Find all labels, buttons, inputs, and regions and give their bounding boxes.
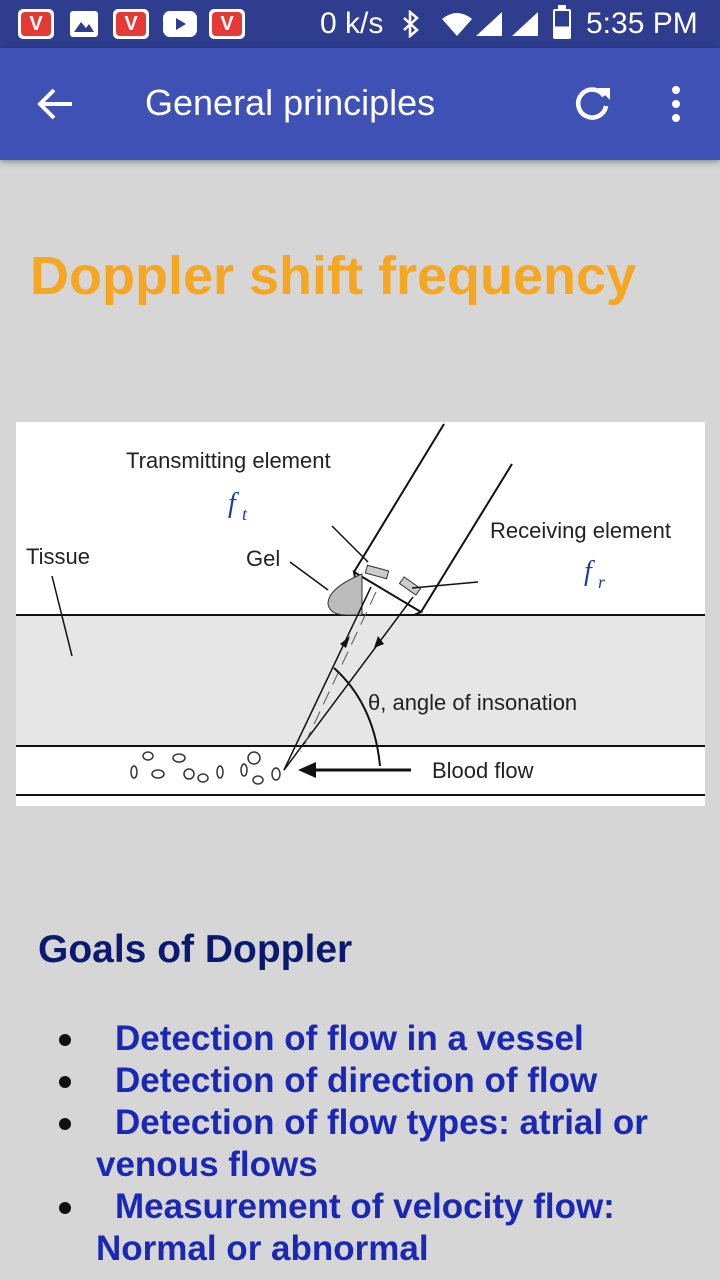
list-item: Detection of direction of flow	[56, 1060, 696, 1102]
label-tissue: Tissue	[26, 544, 90, 569]
receive-crystal	[398, 576, 422, 596]
list-item: Detection of flow types: atrial or venou…	[56, 1102, 696, 1186]
gel	[327, 573, 363, 616]
label-fr: f	[584, 556, 595, 587]
probe-edge	[353, 423, 445, 573]
more-options-button[interactable]	[656, 78, 696, 130]
list-item: Measurement of velocity flow: Normal or …	[56, 1186, 696, 1270]
app-bar: General principles	[0, 48, 720, 160]
blood-cells	[130, 751, 281, 785]
bullet-icon	[59, 1076, 71, 1088]
label-fr-subscript: r	[598, 572, 606, 592]
label-transmitting-element: Transmitting element	[126, 448, 331, 473]
beam-arrow	[340, 636, 350, 648]
label-angle-of-insonation: θ, angle of insonation	[368, 690, 577, 715]
signal-icon	[476, 12, 502, 36]
wifi-icon	[442, 13, 472, 36]
status-bar: V V V 0 k/s 5:35 PM	[0, 0, 720, 48]
more-vert-icon	[672, 86, 680, 122]
clock: 5:35 PM	[586, 7, 698, 40]
angle-arc	[333, 667, 381, 767]
refresh-button[interactable]	[566, 78, 618, 130]
tissue-band	[16, 615, 705, 746]
signal-icon	[512, 12, 538, 36]
refresh-icon	[576, 87, 610, 120]
bullet-icon	[59, 1118, 71, 1130]
network-speed: 0 k/s	[320, 7, 384, 40]
label-receiving-element: Receiving element	[490, 518, 671, 543]
flow-arrowhead	[298, 762, 316, 778]
back-button[interactable]	[28, 80, 84, 128]
back-arrow-icon	[37, 88, 72, 120]
bullet-icon	[59, 1034, 71, 1046]
battery-icon	[553, 5, 571, 39]
beam-line	[283, 586, 372, 771]
label-gel: Gel	[246, 546, 280, 571]
page-title: General principles	[145, 82, 436, 123]
label-ft-subscript: t	[242, 504, 248, 524]
pointer-line	[411, 581, 479, 589]
bullet-icon	[59, 1202, 71, 1214]
goals-list: Detection of flow in a vessel Detection …	[56, 1018, 696, 1270]
section-heading: Doppler shift frequency	[30, 246, 637, 306]
pointer-line	[331, 525, 369, 563]
doppler-diagram: Transmitting element f t Receiving eleme…	[16, 422, 705, 806]
goals-title: Goals of Doppler	[38, 928, 353, 971]
vidmate-icon: V	[209, 9, 245, 39]
bluetooth-icon	[403, 10, 419, 38]
transmit-crystal	[364, 564, 390, 580]
vidmate-icon: V	[18, 9, 54, 39]
pointer-line	[51, 575, 73, 657]
label-blood-flow: Blood flow	[432, 758, 534, 783]
probe-face	[352, 570, 424, 616]
youtube-icon	[163, 11, 197, 37]
probe-edge	[420, 463, 513, 613]
label-ft: f	[228, 488, 239, 519]
pointer-line	[289, 561, 329, 591]
vidmate-icon: V	[113, 9, 149, 39]
image-icon	[70, 11, 98, 37]
list-item: Detection of flow in a vessel	[56, 1018, 696, 1060]
beam-arrow	[374, 636, 384, 648]
